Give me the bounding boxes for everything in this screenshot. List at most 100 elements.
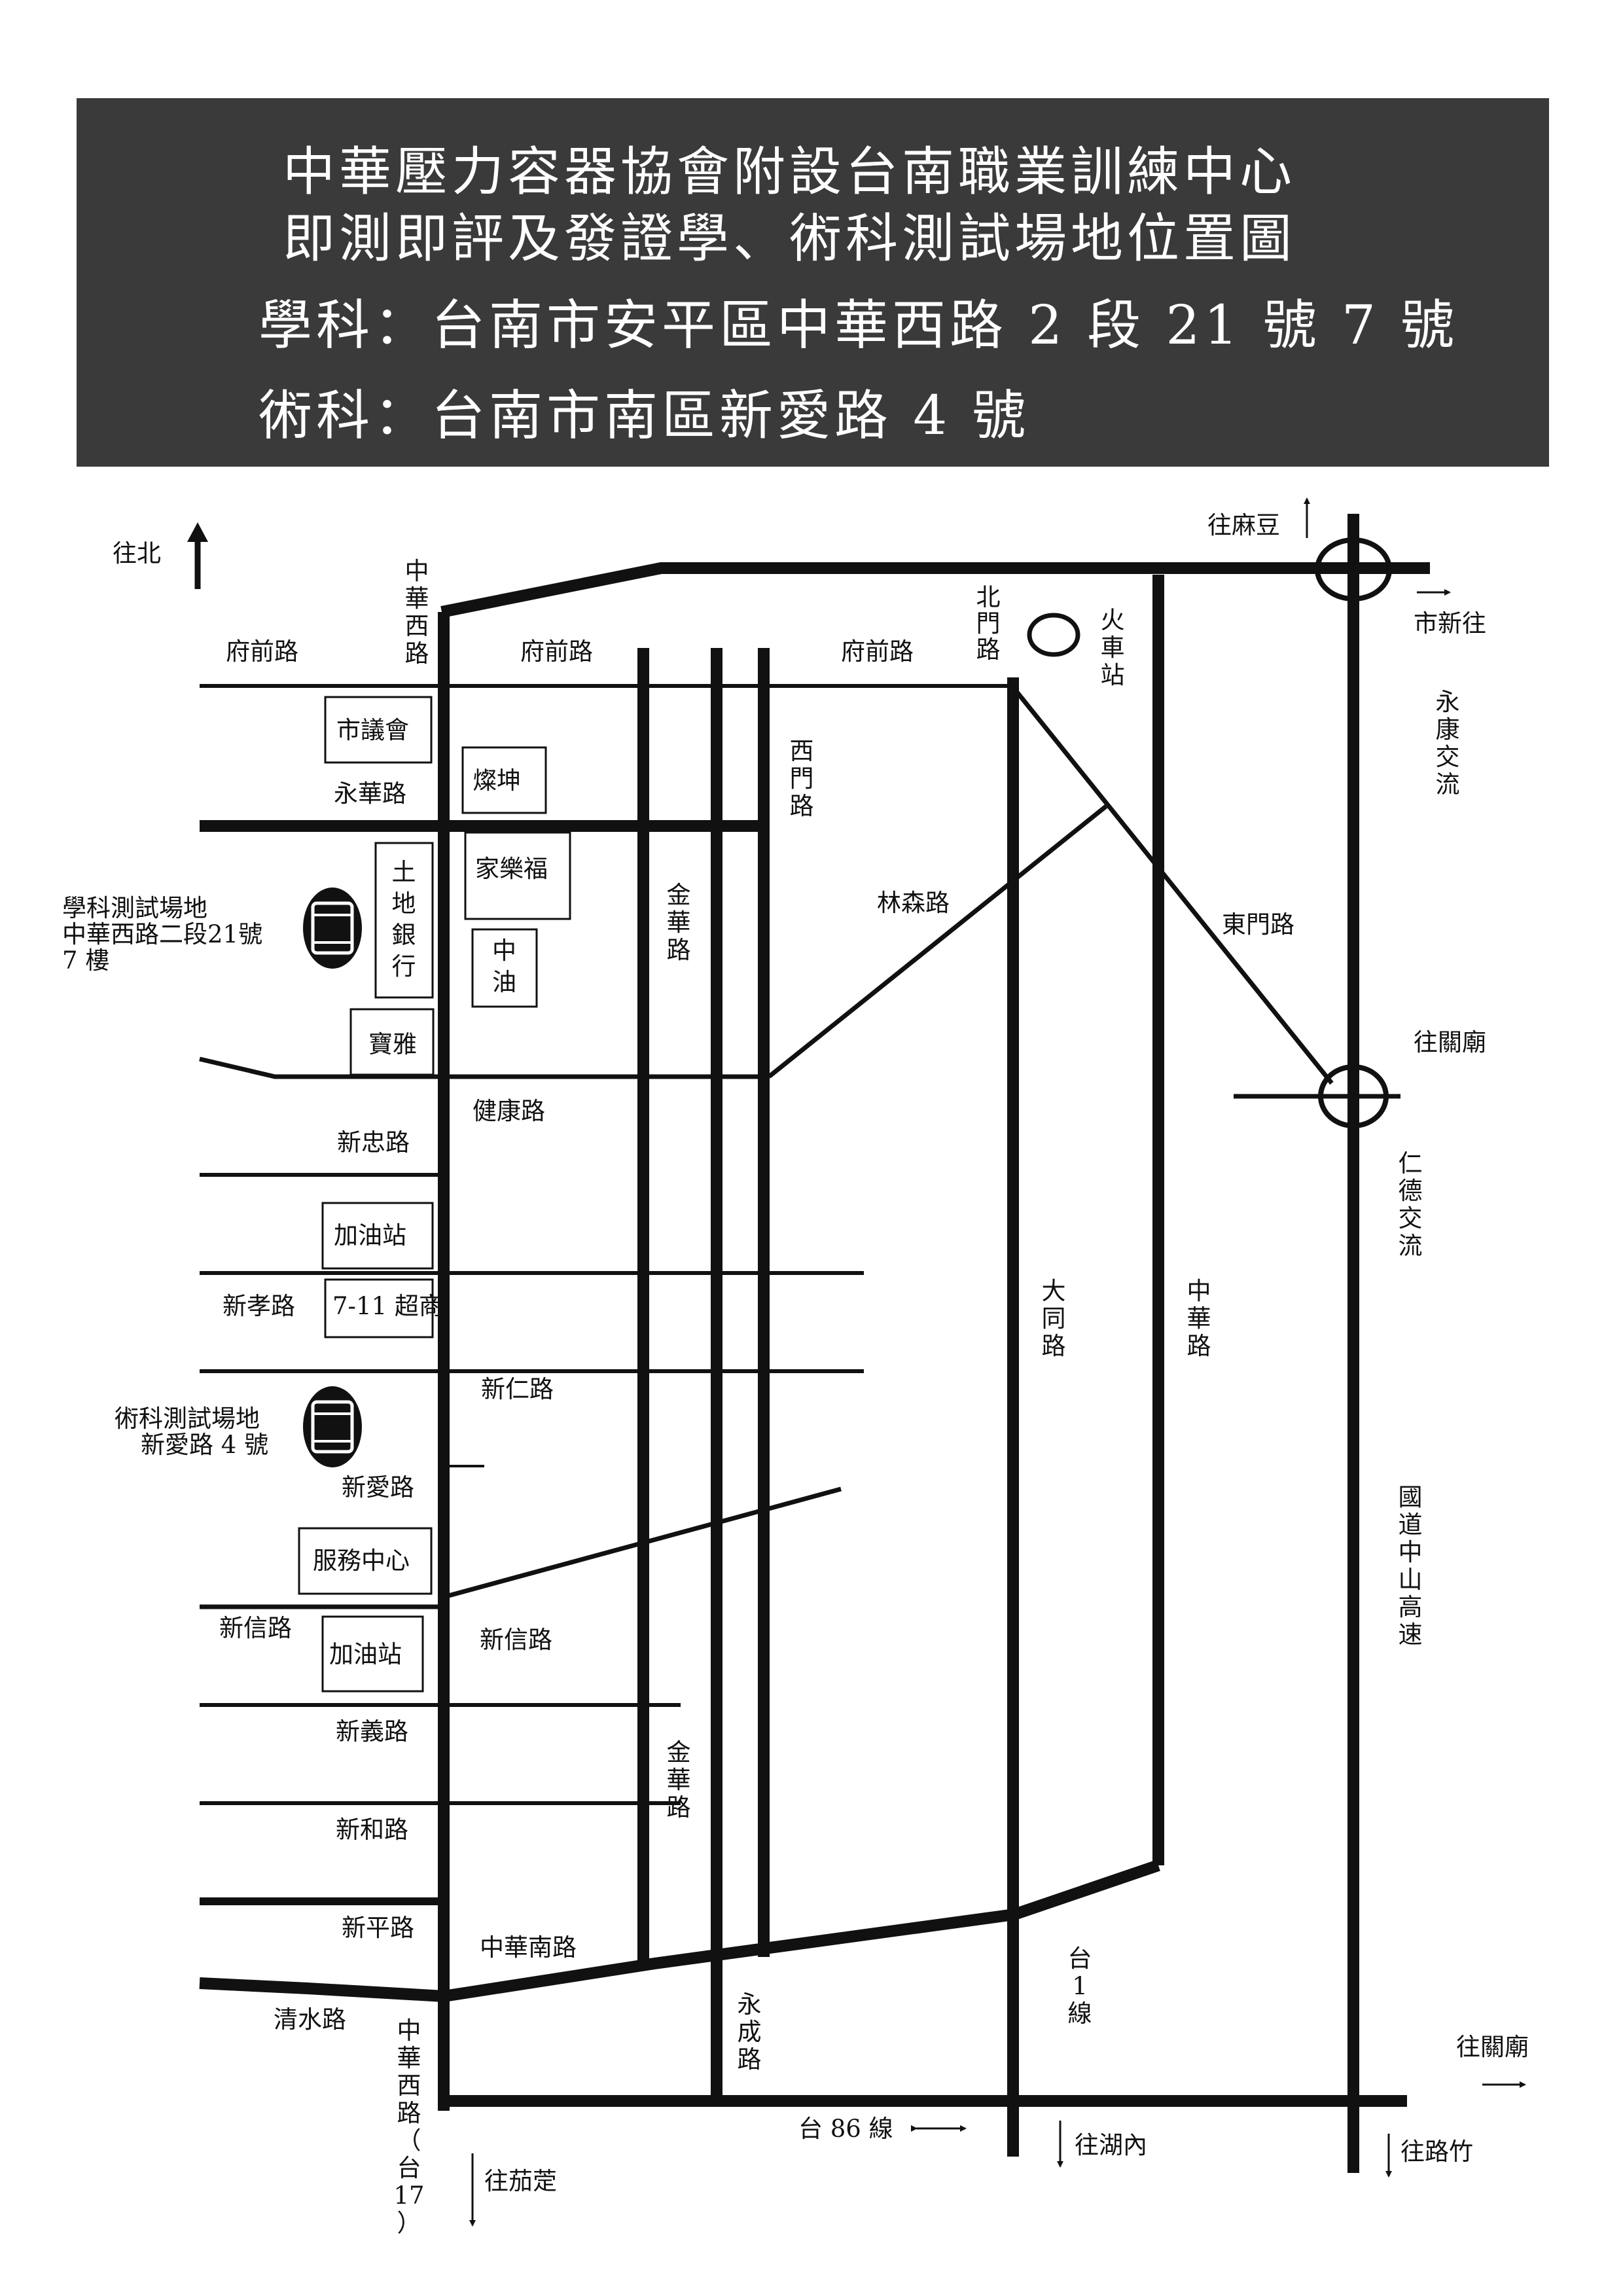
landmark-baoya: 寶雅: [368, 1030, 417, 1058]
vertical-char: 銀: [392, 921, 416, 949]
interchange-yongkang-icon: [1315, 537, 1392, 601]
vertical-char: 中: [1187, 1277, 1211, 1305]
landmark-baoya-box: [349, 1008, 435, 1076]
vertical-char: 華: [667, 1766, 691, 1794]
label-yongcheng: 永成路: [738, 1990, 762, 2073]
label-fuqian-2: 府前路: [520, 637, 593, 666]
label-xinhe: 新和路: [336, 1816, 408, 1844]
vertical-char: 華: [1187, 1304, 1211, 1333]
vertical-char: 交: [1399, 1204, 1423, 1232]
vertical-char: 台: [1068, 1945, 1092, 1973]
vertical-char: 路: [667, 1793, 691, 1821]
label-xinren: 新仁路: [481, 1375, 554, 1403]
label-zhonghua: 中華路: [1187, 1277, 1211, 1360]
vertical-char: 山: [1399, 1566, 1423, 1594]
label-zhonghua-west-top: 中華西路: [405, 557, 429, 668]
vertical-char: 路: [738, 2045, 762, 2073]
site-practical-line2: 新愛路 4 號: [141, 1431, 268, 1459]
label-linsen: 林森路: [877, 889, 950, 917]
label-tai1: 台1線: [1068, 1945, 1092, 2028]
vertical-char: 線: [1068, 2000, 1092, 2028]
landmark-gas-station-1: 加油站: [334, 1221, 406, 1249]
road-jiankang: [199, 1056, 769, 1079]
vertical-char: 流: [1399, 1232, 1423, 1260]
vertical-char: 路: [667, 936, 691, 964]
roads-layer: [199, 514, 1430, 2173]
vertical-char: 高: [1399, 1593, 1423, 1621]
landmarks-layer: [298, 696, 571, 1693]
label-jiankang: 健康路: [473, 1097, 545, 1125]
label-luzhu: 往路竹: [1400, 2138, 1473, 2166]
label-xinping: 新平路: [342, 1914, 414, 1942]
vertical-char: 西: [397, 2072, 421, 2100]
landmark-gas-station-1-box: [321, 1202, 434, 1270]
road-linsen: [767, 804, 1108, 1079]
vertical-labels: 中華西路 北門路 火車站 西門路 金華路 金華路 大同路 中華路 永成路 台1線…: [392, 557, 1460, 2237]
title-banner: 中華壓力容器協會附設台南職業訓練中心 即測即評及發證學、術科測試場地位置圖 學科…: [77, 98, 1549, 467]
label-jinhua-1: 金華路: [667, 881, 691, 964]
vertical-char: 站: [1101, 661, 1125, 689]
vertical-char: ）: [397, 2209, 421, 2237]
landmark-carrefour: 家樂福: [475, 855, 548, 883]
landmark-service-center-box: [298, 1527, 433, 1595]
north-arrow-head-icon: [187, 522, 208, 542]
vertical-char: 1: [1072, 1972, 1088, 2000]
label-qieding: 往茄萣: [484, 2167, 557, 2195]
vertical-char: 火: [1101, 606, 1125, 634]
site-academic-line2: 中華西路二段21號: [62, 920, 262, 948]
road-zhonghua-south: [442, 1859, 1160, 2002]
site-practical-icon: [303, 1386, 362, 1467]
label-xinxiao: 新孝路: [223, 1292, 295, 1320]
road-labels: 府前路 府前路 府前路 永華路 健康路 新忠路 新孝路 新仁路 新愛路 新信路 …: [219, 511, 1529, 2195]
landmark-cpc-2: 油: [492, 968, 516, 996]
landmark-service-center: 服務中心: [313, 1547, 410, 1575]
label-ximen: 西門路: [790, 737, 814, 820]
site-academic-icon: [303, 888, 362, 969]
landmark-711: 7-11 超商: [332, 1292, 443, 1320]
landmark-canshen: 燦坤: [473, 766, 521, 795]
label-qingshui: 清水路: [274, 2005, 346, 2034]
label-dongmen: 東門路: [1222, 910, 1294, 939]
title-line-1: 中華壓力容器協會附設台南職業訓練中心: [283, 141, 1296, 202]
vertical-char: 成: [738, 2018, 762, 2046]
label-xinshi: 市新往: [1414, 609, 1486, 637]
vertical-char: 地: [392, 889, 416, 918]
landmark-gas-station-2-box: [321, 1615, 424, 1693]
vertical-char: 交: [1436, 743, 1460, 771]
landmark-carrefour-box: [464, 831, 571, 920]
label-fuqian-3: 府前路: [841, 637, 914, 666]
vertical-char: 行: [392, 952, 416, 980]
vertical-char: 流: [1436, 770, 1460, 798]
north-label: 往北: [113, 539, 161, 567]
vertical-char: 永: [1436, 688, 1460, 716]
vertical-char: 路: [976, 636, 1001, 664]
vertical-char: 中: [405, 557, 429, 585]
vertical-char: 門: [790, 764, 814, 793]
landmark-gas-station-2: 加油站: [329, 1640, 402, 1668]
label-guanmiao-1: 往關廟: [1414, 1028, 1486, 1056]
vertical-char: 國: [1399, 1483, 1423, 1511]
road-dongmen: [1011, 685, 1334, 1085]
vertical-char: 華: [397, 2044, 421, 2072]
vertical-char: 華: [405, 584, 429, 613]
label-xinzhong: 新忠路: [337, 1128, 410, 1157]
vertical-char: 德: [1399, 1177, 1423, 1205]
label-zhonghua-west-bottom: 中華西路（台17）: [393, 2017, 424, 2237]
vertical-char: 土: [392, 858, 416, 886]
site-academic-line1: 學科測試場地: [62, 894, 207, 922]
vertical-char: 17: [393, 2181, 424, 2210]
label-beimen: 北門路: [976, 583, 1001, 664]
site-labels: 學科測試場地 中華西路二段21號 7 樓 術科測試場地 新愛路 4 號: [62, 894, 268, 1459]
vertical-char: 西: [405, 612, 429, 640]
label-tai86: 台 86 線: [798, 2115, 893, 2143]
vertical-char: 速: [1399, 1621, 1423, 1649]
vertical-char: 西: [790, 737, 814, 765]
label-xinai: 新愛路: [342, 1473, 414, 1501]
practical-address: 術科：台南市南區新愛路 4 號: [259, 385, 1030, 447]
vertical-char: 金: [667, 881, 691, 909]
vertical-char: 中: [397, 2017, 421, 2045]
